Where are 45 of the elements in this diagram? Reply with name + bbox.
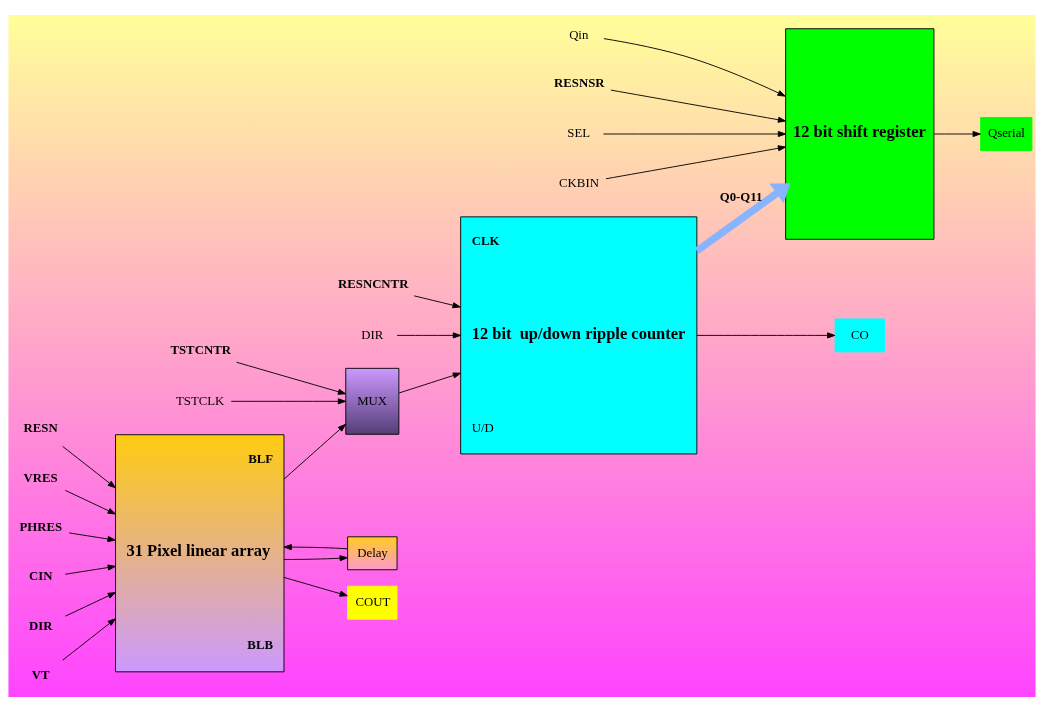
- arrow: [413, 294, 461, 308]
- node-box: CLK 12 bit up/down ripple counter U/D: [460, 215, 698, 454]
- node-text: RESN: [23, 420, 58, 435]
- arrow: [62, 617, 116, 661]
- arrow: [64, 564, 116, 575]
- node-text: DIR: [361, 327, 384, 342]
- arrow: [236, 361, 347, 395]
- node-box: MUX: [345, 367, 400, 435]
- arrow: [283, 576, 348, 597]
- arrow: [398, 372, 462, 393]
- arrow: [603, 37, 786, 97]
- node-box: BLF 31 Pixel linear array BLB: [115, 433, 285, 672]
- node-box: COUT: [347, 585, 398, 620]
- node-text: CIN: [29, 568, 53, 583]
- node-text: RESNCNTR: [338, 276, 409, 291]
- arrow: [68, 531, 116, 542]
- arrow: [64, 489, 116, 514]
- node-box: Delay: [347, 535, 398, 570]
- arrow: [610, 89, 787, 123]
- node-text: PHRES: [19, 519, 63, 534]
- node-text: DIR: [29, 618, 53, 633]
- arrow: [283, 554, 348, 561]
- node-text: CKBIN: [559, 175, 599, 190]
- node-text: TSTCNTR: [170, 342, 231, 357]
- node-text: VT: [31, 667, 50, 682]
- arrow: [64, 591, 116, 617]
- arrow: [62, 445, 116, 488]
- arrow: [283, 423, 346, 480]
- node-box: CO: [834, 317, 885, 352]
- node-text: SEL: [567, 125, 591, 140]
- arrow: [603, 130, 787, 137]
- edge-label: Q0-Q11: [719, 189, 763, 204]
- node-text: TSTCLK: [175, 393, 225, 408]
- arrow: [933, 130, 981, 137]
- arrow: [230, 397, 347, 404]
- arrow: [283, 543, 348, 550]
- arrow: [396, 331, 462, 338]
- node-box: 12 bit shift register: [785, 27, 935, 240]
- arrow: [605, 144, 787, 179]
- arrow: [694, 182, 791, 254]
- node-box: Qserial: [980, 116, 1033, 151]
- node-text: VRES: [23, 470, 58, 485]
- node-text: Qin: [569, 27, 589, 42]
- arrow: [696, 331, 836, 338]
- node-text: RESNSR: [554, 75, 605, 90]
